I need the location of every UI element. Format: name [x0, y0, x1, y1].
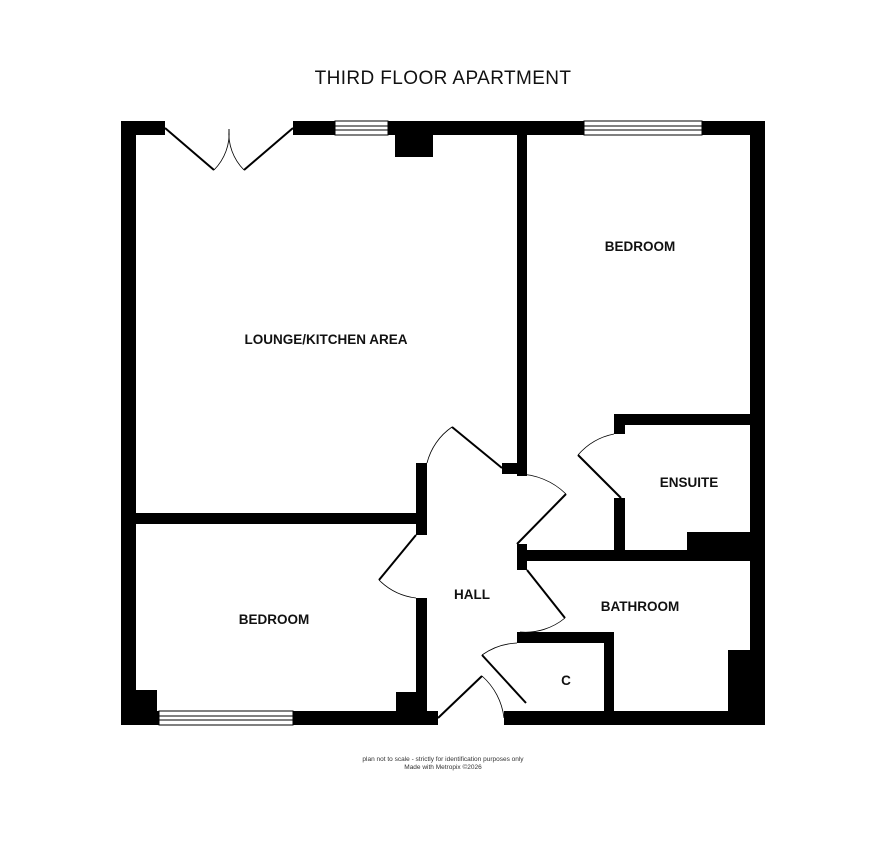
label-bathroom: BATHROOM [601, 599, 680, 614]
door-french-lounge [164, 127, 294, 171]
wall-left [121, 121, 136, 725]
door-ensuite [577, 433, 622, 499]
chimney-block [395, 121, 433, 157]
windows [158, 120, 703, 726]
window-lounge-top [334, 120, 389, 136]
block-bathroom-corner [728, 650, 765, 725]
door-bedroom-2 [516, 473, 567, 545]
label-cupboard: C [561, 673, 571, 688]
walls [121, 121, 765, 725]
wall-ensuite-top [614, 414, 765, 425]
label-ensuite: ENSUITE [660, 475, 719, 490]
block-bedroom-corner [396, 692, 427, 725]
wall-lounge-bedroom-divider [517, 121, 527, 476]
wall-top-mid [293, 121, 335, 135]
wall-lounge-stub [502, 463, 527, 474]
wall-ensuite-left-lower [614, 498, 625, 556]
wall-hall-left-lower [416, 598, 427, 725]
wall-ensuite-left-upper [614, 414, 625, 434]
door-entrance [437, 675, 505, 719]
footer-credit: Made with Metropix ©2026 [404, 764, 482, 771]
room-labels: LOUNGE/KITCHEN AREA BEDROOM ENSUITE HALL… [239, 239, 719, 688]
wall-lounge-bottom [136, 513, 426, 524]
wall-hall-left-upper [416, 463, 427, 535]
door-cupboard [481, 642, 527, 704]
label-bedroom-1: BEDROOM [239, 612, 310, 627]
wall-top-center [388, 121, 584, 135]
doors [164, 127, 622, 719]
door-lounge [426, 426, 503, 469]
label-lounge: LOUNGE/KITCHEN AREA [244, 332, 407, 347]
wall-bath-ensuite-divider [517, 550, 765, 561]
wall-bottom-right [504, 711, 765, 725]
plan-title: THIRD FLOOR APARTMENT [314, 68, 572, 89]
label-bedroom-2: BEDROOM [605, 239, 676, 254]
corner-block-left [121, 690, 157, 725]
wall-hall-right-stub [517, 544, 527, 570]
wall-cupboard-right [604, 632, 614, 725]
window-bedroom-bottom [158, 710, 294, 726]
wall-top-right [702, 121, 765, 135]
door-bedroom-1 [378, 534, 417, 599]
footer-disclaimer: plan not to scale - strictly for identif… [362, 756, 524, 763]
window-bedroom-top [583, 120, 703, 136]
wall-cupboard-top [517, 632, 614, 643]
door-bathroom [519, 569, 566, 633]
label-hall: HALL [454, 587, 490, 602]
